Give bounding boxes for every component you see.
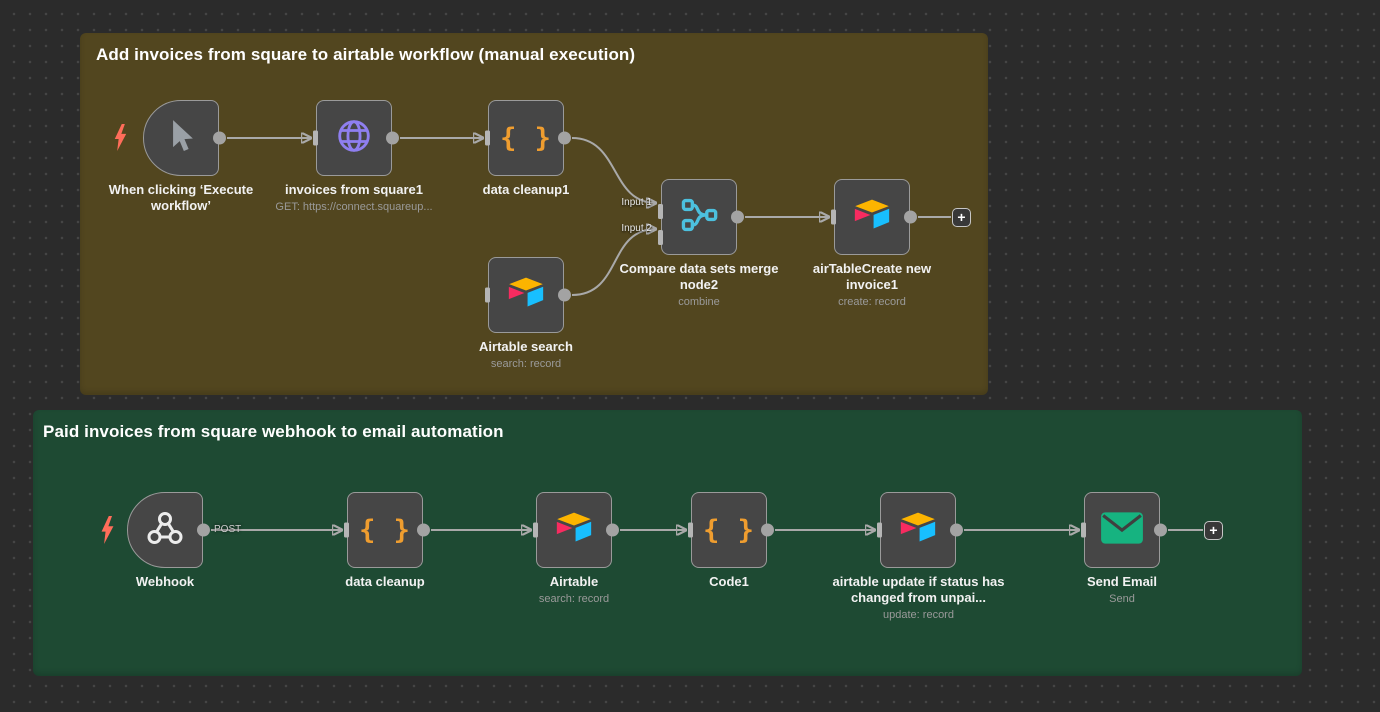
node-webhook[interactable]: [127, 492, 210, 568]
input-handle[interactable]: [658, 204, 663, 219]
node-label: Compare data sets merge node2: [619, 261, 779, 292]
node-label: Webhook: [135, 574, 195, 589]
node-label: data cleanup1: [482, 182, 570, 197]
node-http-request[interactable]: [313, 100, 399, 176]
output-handle[interactable]: [213, 131, 226, 145]
cursor-icon: [162, 117, 200, 160]
input-handle[interactable]: [485, 287, 490, 303]
node-label: airTableCreate new invoice1: [812, 261, 932, 292]
output-handle[interactable]: [904, 210, 917, 224]
node-manual-trigger[interactable]: [143, 100, 226, 176]
input-handle[interactable]: [688, 522, 693, 538]
code-braces-icon: { }: [359, 514, 411, 546]
node-code-data-cleanup1[interactable]: { }: [485, 100, 571, 176]
node-merge[interactable]: [658, 179, 744, 255]
output-handle[interactable]: [558, 131, 571, 145]
sticky-note-title: Paid invoices from square webhook to ema…: [43, 422, 504, 441]
node-label: Send Email: [1086, 574, 1158, 589]
input-handle[interactable]: [485, 130, 490, 146]
node-airtable[interactable]: [533, 492, 619, 568]
sticky-note-title: Add invoices from square to airtable wor…: [96, 45, 636, 64]
node-code1[interactable]: { }: [688, 492, 774, 568]
output-handle[interactable]: [1154, 523, 1167, 537]
node-label: airtable update if status has changed fr…: [832, 574, 1005, 605]
code-braces-icon: { }: [500, 122, 552, 154]
airtable-icon: [851, 194, 893, 241]
webhook-icon: [145, 508, 185, 553]
node-label: data cleanup: [345, 574, 425, 589]
node-subtitle: GET: https://connect.squareup...: [275, 201, 433, 213]
node-label: Code1: [709, 574, 749, 589]
connection-label-post: POST: [214, 524, 242, 535]
node-subtitle: search: record: [538, 593, 610, 605]
node-label: When clicking ‘Execute workflow’: [108, 182, 254, 213]
node-airtable-create[interactable]: [831, 179, 917, 255]
airtable-icon: [897, 507, 939, 554]
merge-icon: [679, 195, 719, 240]
input-handle[interactable]: [313, 130, 318, 146]
node-subtitle: combine: [678, 296, 720, 308]
input-handle[interactable]: [658, 230, 663, 245]
add-node-button[interactable]: +: [952, 208, 971, 227]
node-label: invoices from square1: [285, 182, 423, 197]
globe-icon: [332, 114, 376, 163]
output-handle[interactable]: [558, 288, 571, 302]
node-airtable-update[interactable]: [877, 492, 963, 568]
output-handle[interactable]: [731, 210, 744, 224]
input-handle[interactable]: [533, 522, 538, 538]
input-handle[interactable]: [877, 522, 882, 538]
input-port-label: Input 2: [621, 223, 652, 234]
output-handle[interactable]: [950, 523, 963, 537]
node-label: Airtable search: [479, 339, 573, 354]
airtable-icon: [505, 272, 547, 319]
node-airtable-search[interactable]: [485, 257, 571, 333]
node-subtitle: create: record: [838, 296, 906, 308]
output-handle[interactable]: [606, 523, 619, 537]
output-handle[interactable]: [761, 523, 774, 537]
node-send-email[interactable]: [1081, 492, 1167, 568]
node-subtitle: update: record: [883, 609, 954, 621]
email-icon: [1099, 510, 1145, 551]
node-subtitle: Send: [1109, 593, 1135, 605]
output-handle[interactable]: [417, 523, 430, 537]
node-code-data-cleanup[interactable]: { }: [344, 492, 430, 568]
output-handle[interactable]: [197, 523, 210, 537]
input-handle[interactable]: [1081, 522, 1086, 538]
input-handle[interactable]: [831, 209, 836, 225]
airtable-icon: [553, 507, 595, 554]
trigger-bolt-icon: [101, 516, 114, 549]
node-label: Airtable: [549, 574, 599, 589]
node-subtitle: search: record: [490, 358, 562, 370]
trigger-bolt-icon: [114, 124, 127, 156]
code-braces-icon: { }: [703, 514, 755, 546]
add-node-button[interactable]: +: [1204, 521, 1223, 540]
input-port-label: Input 1: [621, 197, 652, 208]
output-handle[interactable]: [386, 131, 399, 145]
input-handle[interactable]: [344, 522, 349, 538]
